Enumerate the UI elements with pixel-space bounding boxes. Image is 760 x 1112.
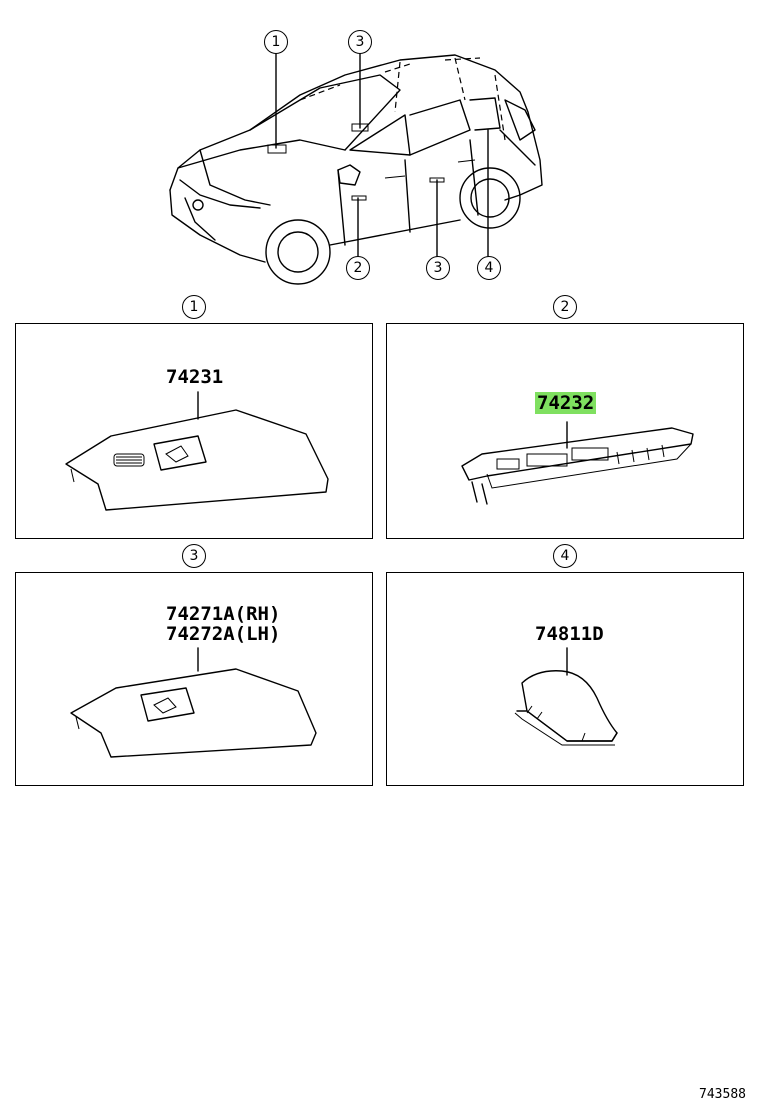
overview-callout-1: 1 bbox=[264, 30, 288, 54]
panel-3: 74271A(RH) 74272A(LH) bbox=[15, 572, 373, 786]
part-number-74811d[interactable]: 74811D bbox=[535, 623, 604, 645]
panel-2-callout: 2 bbox=[553, 295, 577, 319]
armrest-cover-icon bbox=[514, 647, 618, 746]
panel-3-callout: 3 bbox=[182, 544, 206, 568]
overview-callout-3-top: 3 bbox=[348, 30, 372, 54]
front-door-armrest-switch-base-icon bbox=[461, 421, 694, 505]
overview-callout-4: 4 bbox=[477, 256, 501, 280]
rear-window-switch-panel-icon bbox=[70, 647, 317, 758]
part-number-74231[interactable]: 74231 bbox=[166, 366, 224, 388]
vehicle-overview-drawing bbox=[169, 53, 543, 285]
diagram-id: 743588 bbox=[699, 1087, 746, 1102]
panel-1: 74231 bbox=[15, 323, 373, 539]
overview-callout-2: 2 bbox=[346, 256, 370, 280]
part-number-74272a-lh[interactable]: 74272A(LH) bbox=[166, 623, 281, 645]
panel-1-callout: 1 bbox=[182, 295, 206, 319]
overview-callout-3-bottom: 3 bbox=[426, 256, 450, 280]
driver-window-switch-panel-icon bbox=[65, 391, 329, 511]
panel-2: 74232 bbox=[386, 323, 744, 539]
panel-4-callout: 4 bbox=[553, 544, 577, 568]
part-number-74271a-rh[interactable]: 74271A(RH) bbox=[166, 603, 281, 625]
part-number-74232[interactable]: 74232 bbox=[535, 392, 597, 414]
panel-4: 74811D bbox=[386, 572, 744, 786]
